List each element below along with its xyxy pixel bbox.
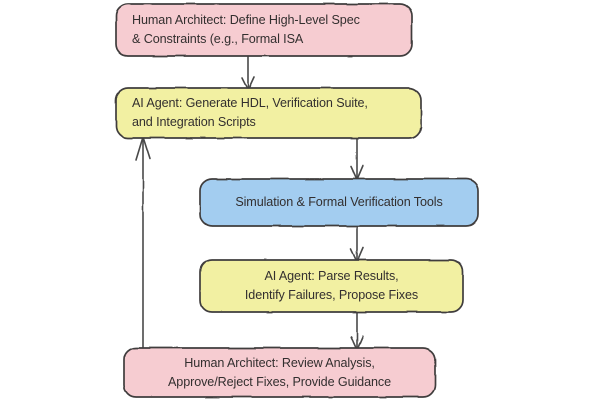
node-tools[interactable]: Simulation & Formal Verification Tools: [200, 179, 478, 226]
node-spec-label: Human Architect: Define High-Level Spec …: [132, 13, 360, 46]
node-generate-label: AI Agent: Generate HDL, Verification Sui…: [132, 96, 368, 129]
node-review[interactable]: Human Architect: Review Analysis, Approv…: [124, 348, 435, 397]
node-tools-label: Simulation & Formal Verification Tools: [235, 195, 443, 209]
node-review-label: Human Architect: Review Analysis, Approv…: [168, 355, 391, 389]
node-spec[interactable]: Human Architect: Define High-Level Spec …: [116, 4, 412, 56]
edge-generate-to-tools: [350, 136, 364, 181]
edge-parse-to-review: [350, 311, 364, 351]
edge-spec-to-generate: [241, 55, 255, 91]
node-generate[interactable]: AI Agent: Generate HDL, Verification Sui…: [116, 88, 421, 138]
node-parse-label: AI Agent: Parse Results, Identify Failur…: [244, 269, 419, 302]
edge-tools-to-parse: [350, 225, 364, 263]
node-parse[interactable]: AI Agent: Parse Results, Identify Failur…: [200, 260, 463, 312]
edge-review-to-generate-feedback: [135, 136, 151, 351]
